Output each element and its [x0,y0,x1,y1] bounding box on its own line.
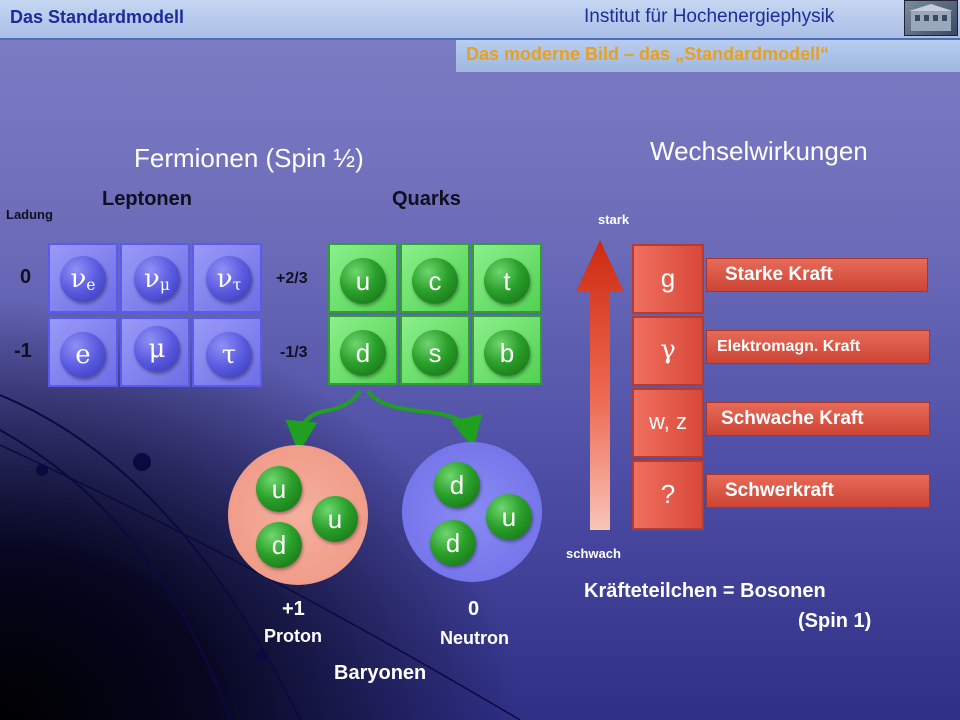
lepton-charge-neutral: 0 [20,266,32,288]
leptons-title: Leptonen [102,188,192,210]
neutrino-flavor: τ [232,276,242,294]
subtitle-box [456,40,960,72]
quark-charge-down: -1/3 [280,344,308,361]
weak-label: schwach [566,546,621,561]
neutrino-symbol: ν [144,264,160,294]
institute-name: Institut für Hochenergiephysik [584,6,835,27]
slide-subtitle: Das moderne Bild – das „Standardmodell“ [466,44,830,64]
electron-neutrino: νe [60,256,106,302]
force-gravity: Schwerkraft [706,474,930,508]
neutron-quark: u [486,494,532,540]
quark-charge-up: +2/3 [276,270,308,287]
baryons-title: Baryonen [334,662,427,684]
tau: τ [206,332,252,378]
proton-name: Proton [264,626,322,646]
neutrino-flavor: μ [159,276,170,294]
muon-neutrino: νμ [134,256,180,302]
header-bar [0,0,960,38]
photon: γ [632,316,704,386]
electron: e [60,332,106,378]
force-strong: Starke Kraft [706,258,928,292]
bottom-quark: b [484,330,530,376]
strength-arrow-icon [576,240,624,530]
proton-quark: u [256,466,302,512]
lepton-charge-negative: -1 [14,340,32,362]
down-quark: d [340,330,386,376]
gluon: g [632,244,704,314]
neutron-quark: d [430,520,476,566]
baryon-arrows [285,389,483,445]
muon: μ [134,326,180,372]
force-electromagnetic: Elektromagn. Kraft [706,330,930,364]
interactions-title: Wechselwirkungen [650,136,868,166]
neutron-charge: 0 [468,598,480,620]
neutron-name: Neutron [440,628,509,648]
neutrino-symbol: ν [216,264,233,294]
force-weak: Schwache Kraft [706,402,930,436]
proton-quark: d [256,522,302,568]
graviton: ? [632,460,704,530]
bosons-spin: (Spin 1) [798,610,872,632]
tau-neutrino: ντ [206,256,252,302]
quarks-title: Quarks [392,188,461,210]
neutron-quark: d [434,462,480,508]
neutrino-flavor: e [86,276,96,294]
top-quark: t [484,258,530,304]
strong-label: stark [598,212,630,227]
fermions-title: Fermionen (Spin ½) [134,143,364,173]
slide-section-title: Das Standardmodell [10,7,185,27]
up-quark: u [340,258,386,304]
header-divider [0,38,960,40]
weak-bosons: w, z [632,388,704,458]
bosons-definition: Kräfteteilchen = Bosonen [584,580,826,602]
neutrino-symbol: ν [70,264,87,294]
charm-quark: c [412,258,458,304]
institute-logo-icon [904,0,958,36]
proton-quark: u [312,496,358,542]
strange-quark: s [412,330,458,376]
proton-charge: +1 [282,598,305,620]
charge-title: Ladung [6,207,53,222]
